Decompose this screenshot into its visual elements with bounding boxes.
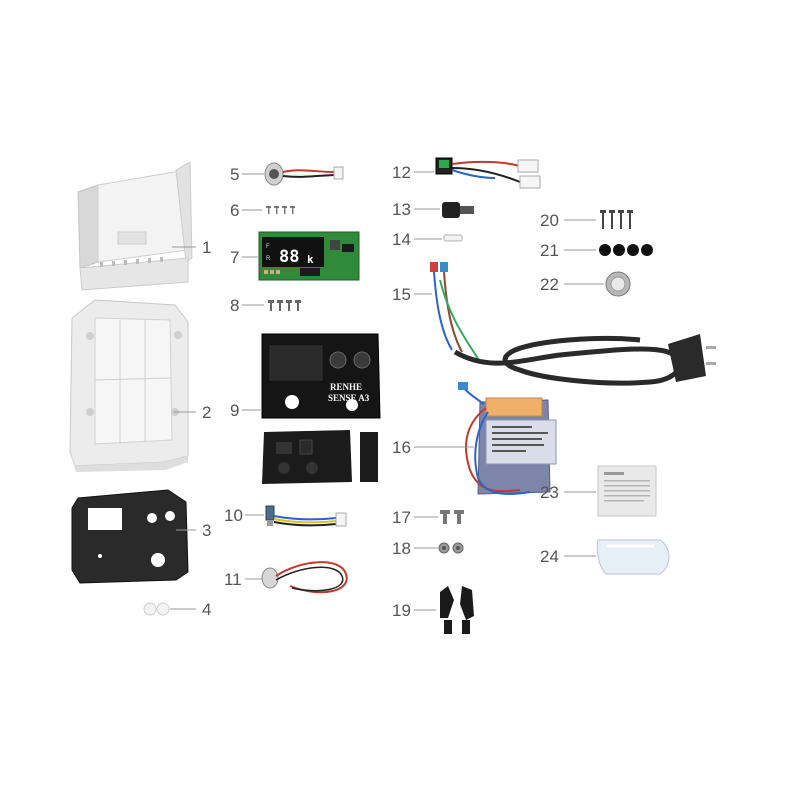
- part-4-caps: [143, 602, 170, 616]
- callout-1: 1: [202, 238, 211, 257]
- callouts: 1 2 3 4 5 6 7 8 9 10 11 12 13 14 15 16 1…: [170, 163, 604, 620]
- callout-5: 5: [230, 165, 239, 184]
- part-14-fuse: [443, 234, 463, 242]
- callout-6: 6: [230, 201, 239, 220]
- part-21-rubber-feet: [599, 244, 653, 256]
- panel-brand: RENHE: [330, 382, 362, 392]
- part-13-knob: [442, 202, 474, 218]
- part-16-transformer: [458, 382, 557, 495]
- callout-12: 12: [392, 163, 411, 182]
- callout-4: 4: [202, 600, 211, 619]
- part-12-switch-harness: [435, 157, 541, 189]
- callout-20: 20: [540, 211, 559, 230]
- part-9-front-panel: RENHE SENSE A3: [261, 333, 381, 484]
- part-19-cable-clamps: [440, 586, 474, 634]
- part-18-nuts: [438, 542, 464, 554]
- part-5-switch-with-wire: [264, 162, 344, 186]
- callout-9: 9: [230, 401, 239, 420]
- callout-2: 2: [202, 403, 211, 422]
- callout-3: 3: [202, 521, 211, 540]
- part-23-rating-label: [597, 465, 657, 517]
- part-1-top-cover: [77, 161, 193, 291]
- callout-22: 22: [540, 275, 559, 294]
- part-17-screws: [440, 510, 464, 524]
- callout-13: 13: [392, 200, 411, 219]
- callout-17: 17: [392, 508, 411, 527]
- callout-21: 21: [540, 241, 559, 260]
- callout-19: 19: [392, 601, 411, 620]
- part-6-small-screws: [266, 206, 295, 214]
- callout-10: 10: [224, 506, 243, 525]
- svg-text:F: F: [266, 244, 270, 250]
- callout-23: 23: [540, 483, 559, 502]
- callout-8: 8: [230, 296, 239, 315]
- callout-18: 18: [392, 539, 411, 558]
- part-20-screws: [600, 210, 633, 229]
- panel-model: SENSE A3: [328, 393, 370, 403]
- callout-14: 14: [392, 230, 411, 249]
- svg-text:R: R: [266, 256, 271, 262]
- callout-16: 16: [392, 438, 411, 457]
- part-22-indicator-lens: [605, 271, 631, 297]
- pcb-unit: k: [307, 253, 314, 266]
- part-7-display-pcb: F R 88 k: [258, 231, 360, 281]
- part-3-black-bezel: [71, 489, 189, 584]
- callout-7: 7: [230, 248, 239, 267]
- part-24-clear-cover: [596, 539, 670, 575]
- pcb-digits: 88: [279, 247, 299, 267]
- part-2-base-plate: [69, 299, 189, 472]
- callout-24: 24: [540, 547, 559, 566]
- part-11-sensor-loop: [261, 561, 348, 594]
- callout-11: 11: [224, 570, 242, 589]
- part-15-power-cord: [430, 262, 716, 386]
- part-10-potentiometer: [265, 505, 347, 527]
- callout-15: 15: [392, 285, 411, 304]
- part-8-screws: [268, 300, 301, 311]
